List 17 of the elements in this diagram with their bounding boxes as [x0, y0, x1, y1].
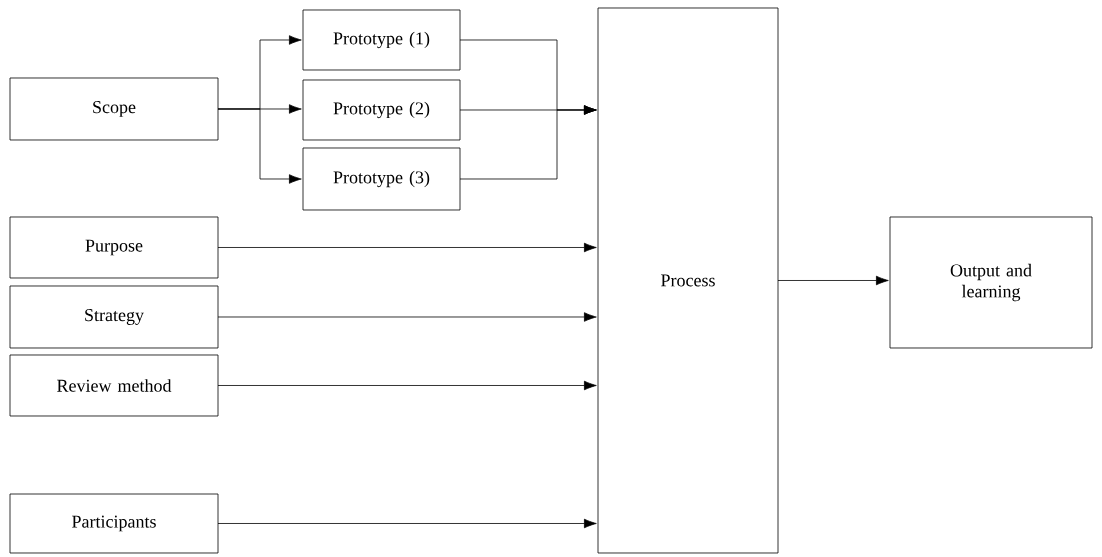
process-box: Process — [597, 7, 779, 554]
arrow — [777, 275, 889, 286]
input-box: Strategy — [9, 285, 219, 349]
input-box: Prototype (1) — [302, 9, 461, 71]
output-box: Output and learning — [889, 216, 1093, 349]
arrow — [217, 242, 597, 253]
arrow — [217, 380, 597, 391]
input-box: Review method — [9, 354, 219, 417]
arrow — [217, 108, 302, 184]
arrow — [459, 105, 597, 180]
input-box: Prototype (3) — [302, 147, 461, 211]
arrow — [217, 518, 597, 529]
input-box: Prototype (2) — [302, 79, 461, 141]
input-box: Purpose — [9, 216, 219, 279]
input-box: Participants — [9, 493, 219, 554]
input-box: Scope — [9, 77, 219, 141]
arrow — [217, 312, 597, 322]
